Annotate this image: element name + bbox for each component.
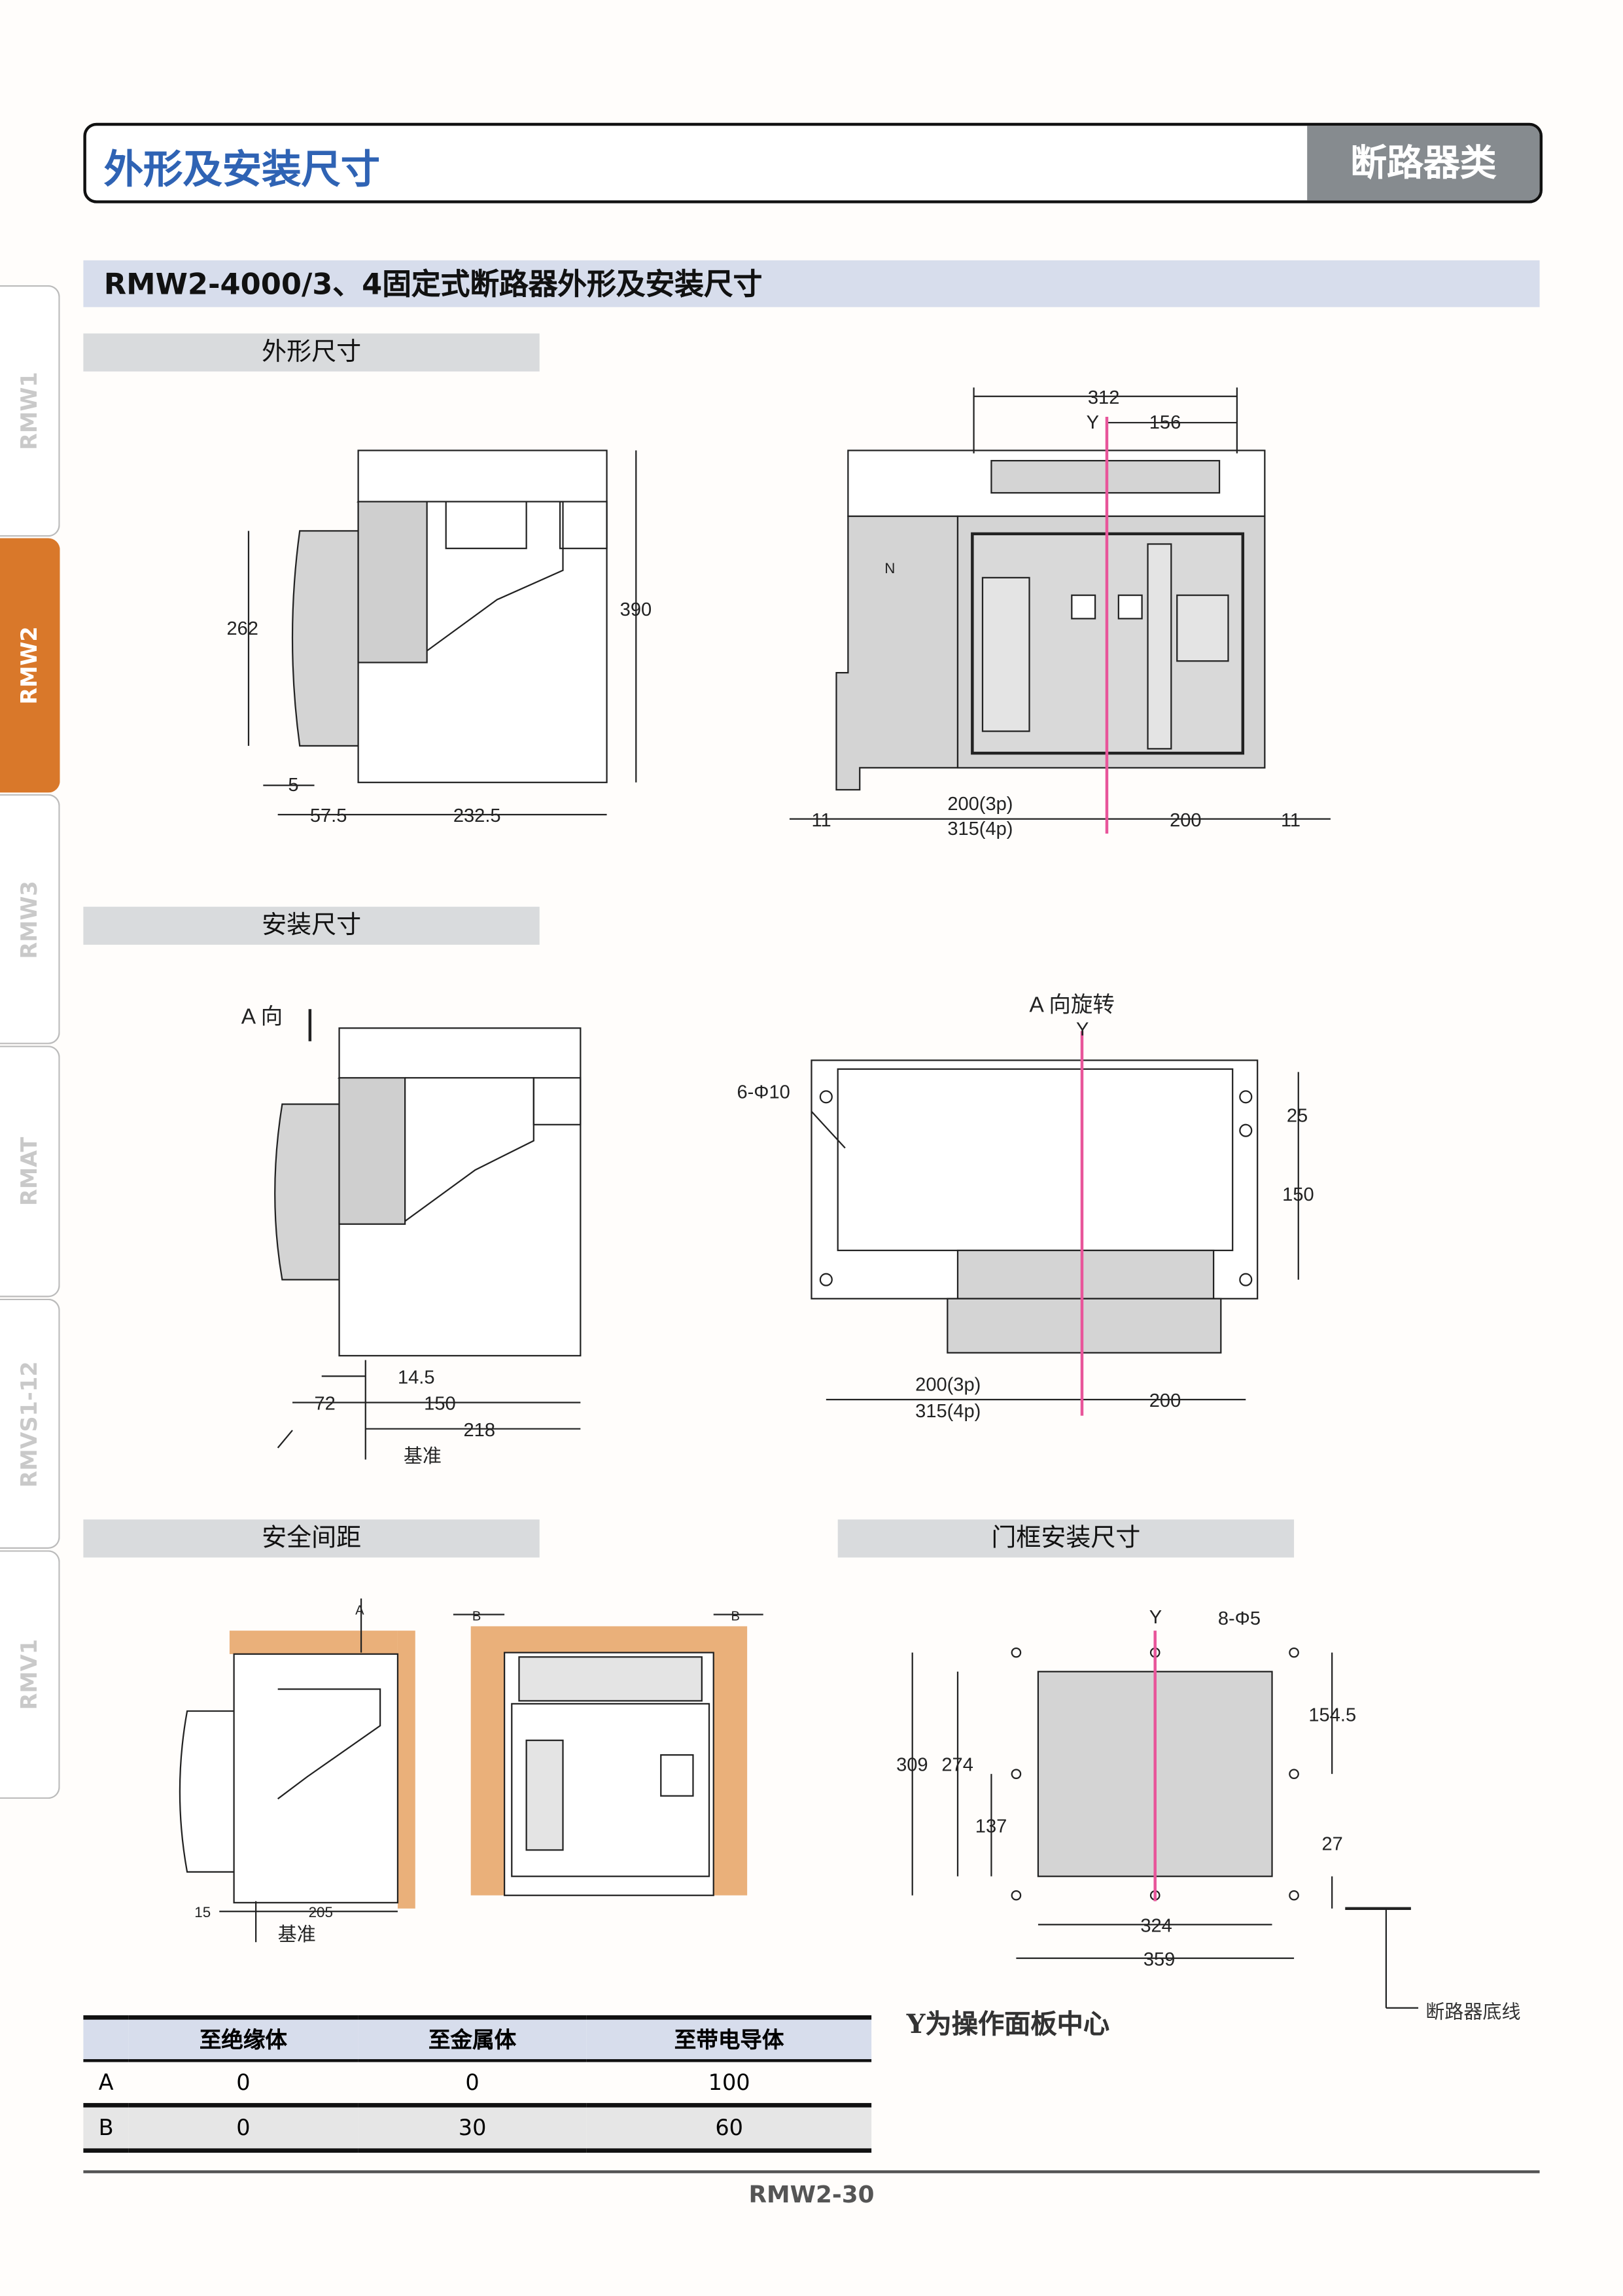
y-note: Y为操作面板中心 — [906, 2009, 1110, 2040]
install-side-drawing — [274, 1009, 582, 1460]
cell: 0 — [236, 2069, 251, 2096]
subheader-safety: 安全间距 — [83, 1519, 540, 1558]
dim-label: 200(3p) — [947, 794, 1013, 815]
base-line-label: 断路器底线 — [1425, 2002, 1521, 2024]
dim-label: 200 — [1149, 1390, 1181, 1411]
side-tab-rmw1[interactable]: RMW1 — [0, 285, 60, 537]
cell: 100 — [708, 2069, 750, 2096]
side-tab-rmv1[interactable]: RMV1 — [0, 1550, 60, 1799]
install-top-drawing — [811, 1059, 1299, 1401]
holes-label: 6-Φ10 — [737, 1082, 790, 1103]
cell: 30 — [358, 2103, 587, 2153]
dim-label: 11 — [811, 810, 831, 831]
page-number: RMW2-30 — [748, 2180, 875, 2209]
dim-label: B — [731, 1609, 740, 1623]
dim-label: 315(4p) — [947, 819, 1013, 839]
cell: 0 — [465, 2069, 480, 2096]
subheader-outline: 外形尺寸 — [83, 333, 540, 372]
dim-label: 324 — [1140, 1916, 1172, 1937]
dim-label: 262 — [226, 618, 258, 639]
col-header — [83, 2015, 129, 2062]
cell: B — [83, 2103, 129, 2153]
direction-label: A 向 — [241, 1005, 283, 1029]
dim-label: 15 — [194, 1904, 211, 1920]
footer-divider — [83, 2170, 1540, 2174]
safety-side-drawing — [179, 1598, 415, 1943]
y-label: Y — [1149, 1607, 1162, 1628]
dim-label: 359 — [1143, 1949, 1175, 1970]
outline-front-drawing — [789, 387, 1331, 820]
dim-label: 274 — [941, 1755, 973, 1776]
side-tab-rmat[interactable]: RMAT — [0, 1046, 60, 1298]
page-header: 外形及安装尺寸 断路器类 — [83, 122, 1543, 203]
dim-label: A — [355, 1604, 364, 1618]
dim-label: 137 — [975, 1816, 1007, 1837]
direction-label: A 向旋转 — [1030, 993, 1115, 1017]
dim-label: 57.5 — [310, 805, 347, 826]
subheader-install: 安装尺寸 — [83, 906, 540, 945]
dim-label: B — [472, 1609, 481, 1623]
y-label: Y — [1087, 412, 1099, 433]
col-header: 至金属体 — [358, 2015, 587, 2062]
dim-label: 14.5 — [398, 1367, 435, 1388]
dim-label: 218 — [464, 1420, 495, 1441]
dim-label: 150 — [1282, 1184, 1314, 1205]
y-label: Y — [1076, 1019, 1089, 1040]
page-title: 外形及安装尺寸 — [103, 147, 381, 194]
dim-label: 72 — [315, 1394, 336, 1415]
dim-label: 200 — [1170, 810, 1201, 831]
outline-side-drawing — [247, 450, 637, 816]
dim-label: 390 — [620, 599, 652, 620]
col-header: 至绝缘体 — [128, 2015, 358, 2062]
neutral-label: N — [884, 560, 895, 576]
table-row: A 0 0 100 — [83, 2060, 871, 2105]
section-title: RMW2-4000/3、4固定式断路器外形及安装尺寸 — [83, 260, 1540, 308]
base-label: 基准 — [278, 1924, 316, 1945]
side-tab-rmw2[interactable]: RMW2 — [0, 538, 60, 793]
base-label: 基准 — [404, 1445, 442, 1467]
side-tab-rmvs1-12[interactable]: RMVS1-12 — [0, 1298, 60, 1549]
subheader-door: 门框安装尺寸 — [837, 1519, 1295, 1558]
cell: 0 — [128, 2103, 358, 2153]
dim-label: 315(4p) — [915, 1401, 981, 1422]
dim-label: 232.5 — [453, 805, 501, 826]
dim-label: 312 — [1088, 387, 1119, 408]
holes-label: 8-Φ5 — [1218, 1608, 1261, 1629]
category-label: 断路器类 — [1307, 126, 1540, 201]
dim-label: 27 — [1322, 1833, 1343, 1854]
dim-label: 156 — [1149, 412, 1181, 433]
dim-label: 309 — [896, 1755, 928, 1776]
safety-front-drawing — [453, 1614, 763, 1896]
dim-label: 200(3p) — [915, 1375, 981, 1396]
dim-label: 25 — [1287, 1105, 1308, 1126]
dim-label: 5 — [288, 775, 298, 796]
dim-label: 205 — [309, 1904, 333, 1920]
dim-label: 11 — [1281, 810, 1300, 831]
dim-label: 154.5 — [1308, 1705, 1356, 1726]
side-tab-rmw3[interactable]: RMW3 — [0, 794, 60, 1044]
cell: A — [98, 2069, 114, 2096]
cell: 60 — [587, 2103, 872, 2153]
col-header: 至带电导体 — [587, 2015, 872, 2062]
dim-label: 150 — [424, 1394, 455, 1415]
